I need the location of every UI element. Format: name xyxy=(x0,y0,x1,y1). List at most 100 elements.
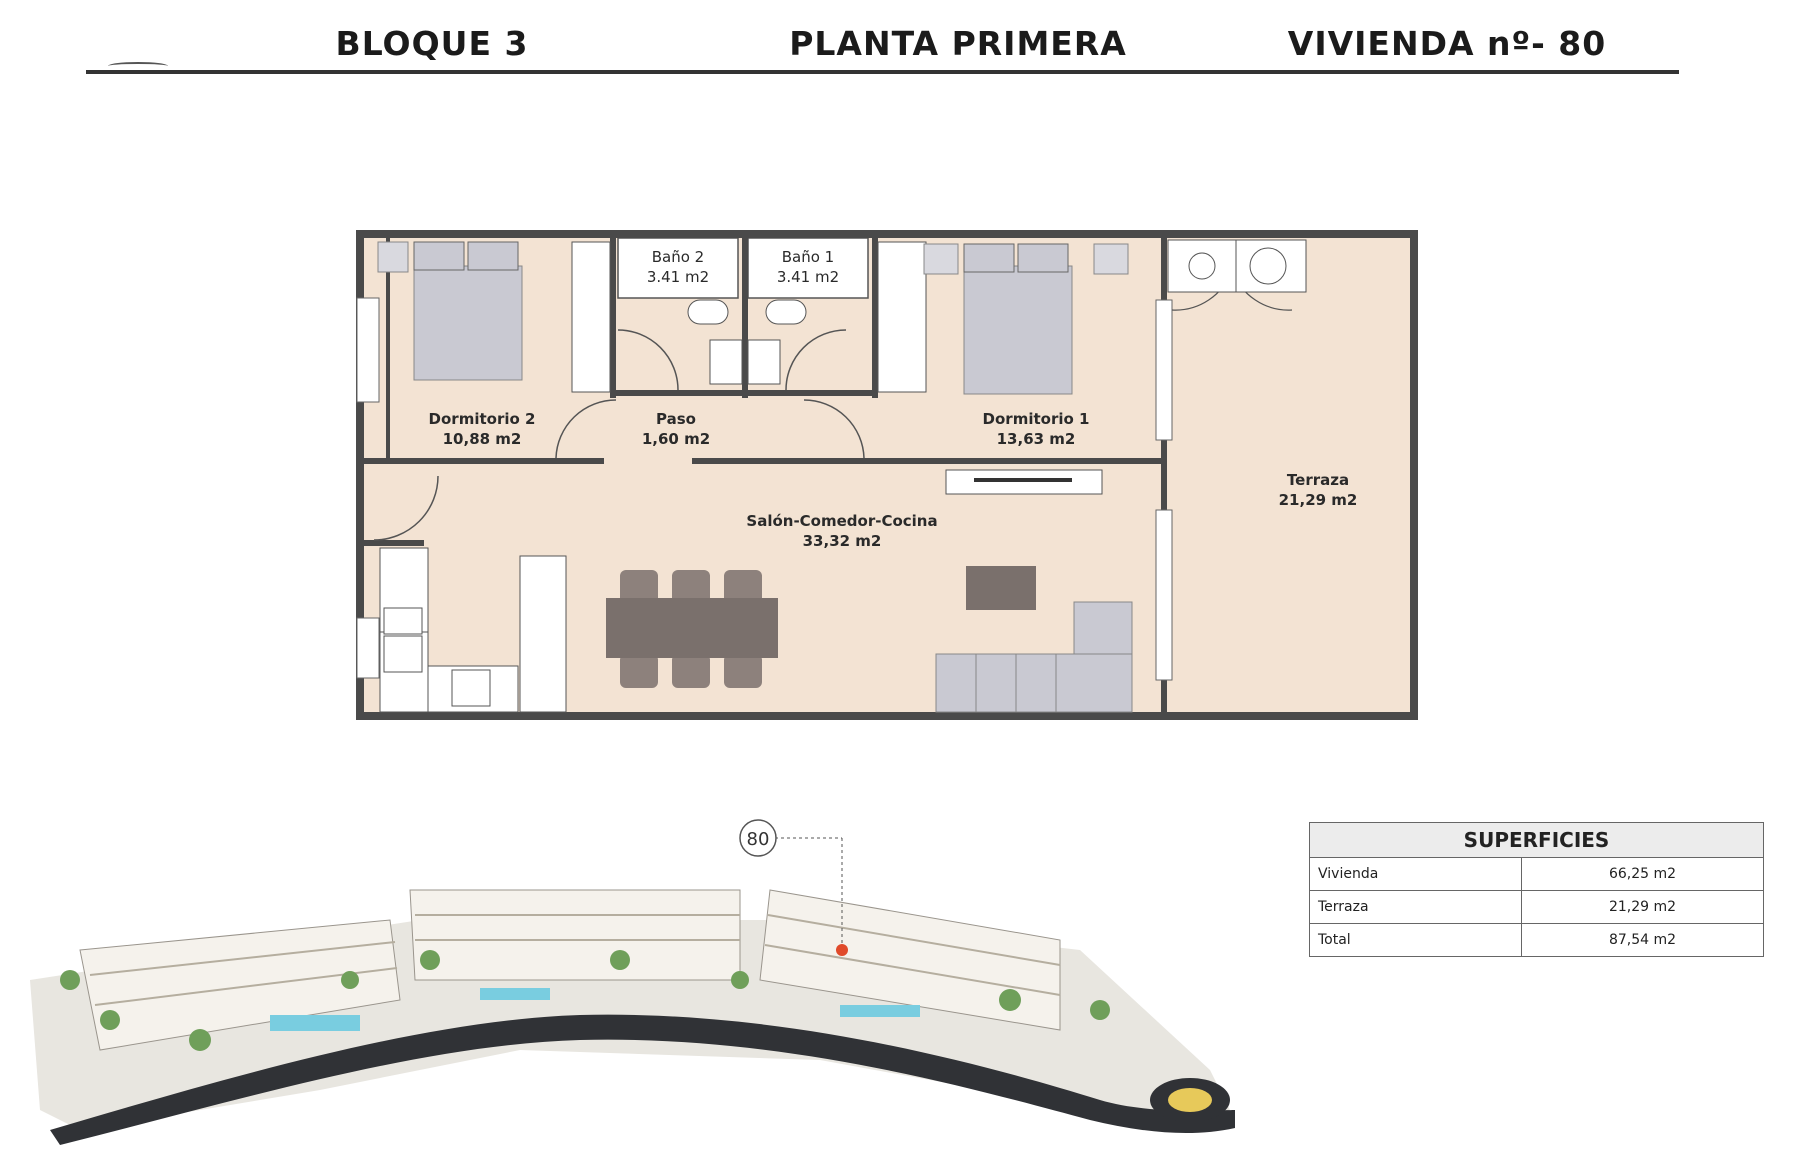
table-row: Total 87,54 m2 xyxy=(1310,924,1763,956)
chair xyxy=(724,570,762,604)
wall-terrace xyxy=(1161,230,1167,720)
site-drawing: 80 xyxy=(30,819,1235,1145)
nightstand xyxy=(1093,243,1129,275)
table-row: Vivienda 66,25 m2 xyxy=(1310,858,1763,891)
washer-drum xyxy=(1188,252,1216,280)
bath1-area: 3.41 m2 xyxy=(777,268,839,286)
pool xyxy=(270,1015,360,1031)
row-value: 87,54 m2 xyxy=(1608,932,1677,948)
door-dorm2 xyxy=(555,399,617,459)
facade-lines xyxy=(89,914,1061,1006)
wall-top xyxy=(356,230,1418,238)
unit-marker-badge xyxy=(739,819,777,857)
wall-bath-middle xyxy=(742,238,748,398)
nightstand xyxy=(377,241,409,273)
cooktop-icon xyxy=(451,669,491,707)
wall-left xyxy=(356,230,364,720)
bath2-name: Baño 2 xyxy=(652,248,704,266)
door-bath2 xyxy=(617,329,679,391)
oven-icon xyxy=(383,635,423,673)
header-rule xyxy=(86,70,1679,74)
block-title: BLOQUE 3 xyxy=(335,24,529,63)
pool xyxy=(480,988,550,1000)
wardrobe-dorm2 xyxy=(571,241,611,393)
sink-icon xyxy=(383,607,423,635)
wall-bath2-left xyxy=(610,238,616,398)
site-aerial-view: 80 xyxy=(20,810,1250,1155)
salon-name: Salón-Comedor-Cocina xyxy=(746,512,937,530)
wardrobe-dorm1 xyxy=(877,241,927,393)
wall-dorm1-bottom xyxy=(692,458,1161,464)
window-left-2 xyxy=(356,617,380,679)
unit-marker-label: 80 xyxy=(747,829,770,850)
paso-area: 1,60 m2 xyxy=(642,430,710,448)
coffee-table xyxy=(966,566,1036,610)
row-value: 21,29 m2 xyxy=(1608,899,1677,915)
roundabout-center xyxy=(1168,1088,1212,1112)
wall-bath-bottom xyxy=(610,390,878,396)
dining-table xyxy=(606,598,778,658)
terraza-area: 21,29 m2 xyxy=(1279,491,1358,509)
window-left-1 xyxy=(356,297,380,403)
toilet-icon xyxy=(747,339,781,385)
dorm1-area: 13,63 m2 xyxy=(997,430,1076,448)
row-label: Vivienda xyxy=(1310,858,1522,890)
wall-right xyxy=(1410,230,1418,720)
surfaces-title: SUPERFICIES xyxy=(1310,823,1763,858)
bath2-area: 3.41 m2 xyxy=(647,268,709,286)
dorm1-name: Dormitorio 1 xyxy=(983,410,1090,428)
toilet-icon xyxy=(709,339,743,385)
pillow xyxy=(467,241,519,271)
table-row: Terraza 21,29 m2 xyxy=(1310,891,1763,924)
dorm2-name: Dormitorio 2 xyxy=(429,410,536,428)
bed-dorm2 xyxy=(413,265,523,381)
nightstand xyxy=(923,243,959,275)
tv xyxy=(974,478,1072,482)
chair xyxy=(620,570,658,604)
chair xyxy=(672,654,710,688)
building-center xyxy=(409,889,741,981)
terraza-name: Terraza xyxy=(1287,471,1349,489)
floor-plan: Baño 2 3.41 m2 Baño 1 3.41 m2 Dormitorio… xyxy=(356,230,1418,720)
pillow xyxy=(413,241,465,271)
floor-title: PLANTA PRIMERA xyxy=(789,24,1127,63)
row-value: 66,25 m2 xyxy=(1608,866,1677,882)
wall-dorm2-bottom xyxy=(364,458,604,464)
pool xyxy=(840,1005,920,1017)
washer-icon xyxy=(1167,239,1237,293)
door-entry xyxy=(373,475,439,541)
chair xyxy=(672,570,710,604)
pillow xyxy=(1017,243,1069,273)
bath1-name: Baño 1 xyxy=(782,248,834,266)
chair xyxy=(724,654,762,688)
door-dorm1 xyxy=(803,399,865,459)
wall-entry xyxy=(364,540,424,546)
row-label: Total xyxy=(1310,924,1522,956)
wall-bath1-right xyxy=(872,238,878,398)
window-terrace-2 xyxy=(1155,509,1173,681)
window-terrace-1 xyxy=(1155,299,1173,441)
wall-bottom xyxy=(356,712,1418,720)
building-left xyxy=(79,919,401,1051)
paso-name: Paso xyxy=(656,410,696,428)
unit-title: VIVIENDA nº- 80 xyxy=(1287,24,1607,63)
bath2-shower xyxy=(617,237,739,299)
wall-dorm2-left xyxy=(386,238,390,460)
building-right xyxy=(759,889,1061,1031)
kitchen-island xyxy=(519,555,567,713)
chair xyxy=(620,654,658,688)
terrace-floor xyxy=(1161,238,1410,712)
row-label: Terraza xyxy=(1310,891,1522,923)
salon-area: 33,32 m2 xyxy=(803,532,882,550)
boiler-tank xyxy=(1249,247,1287,285)
pillow xyxy=(963,243,1015,273)
unit-location-dot xyxy=(836,944,848,956)
trees xyxy=(60,950,1110,1051)
dorm2-area: 10,88 m2 xyxy=(443,430,522,448)
bed-dorm1 xyxy=(963,265,1073,395)
floor-plan-drawing: Baño 2 3.41 m2 Baño 1 3.41 m2 Dormitorio… xyxy=(356,230,1418,720)
washbasin-icon xyxy=(765,299,807,325)
sheet-header: BLOQUE 3 PLANTA PRIMERA VIVIENDA nº- 80 xyxy=(0,0,1794,80)
surfaces-table: SUPERFICIES Vivienda 66,25 m2 Terraza 21… xyxy=(1309,822,1764,957)
door-bath1 xyxy=(785,329,847,391)
